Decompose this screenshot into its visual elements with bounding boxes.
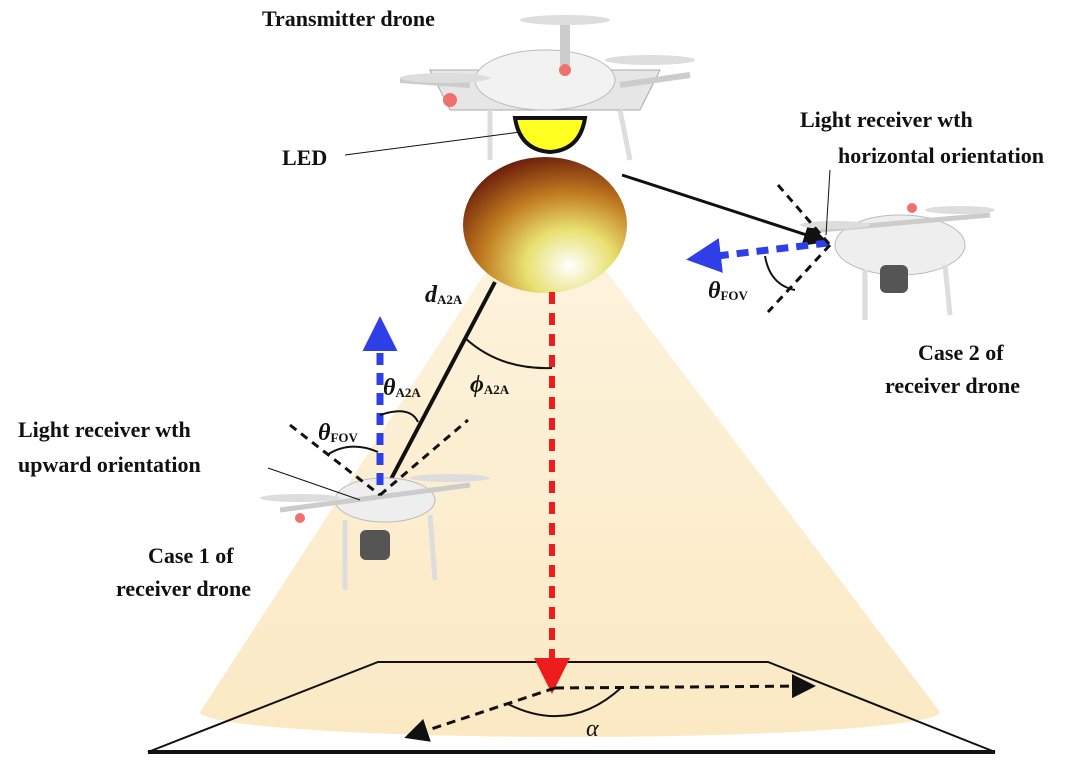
alpha-arc xyxy=(507,686,623,718)
label-receiver-horizontal-1: Light receiver wth xyxy=(800,107,973,132)
ground-arrow-right xyxy=(554,674,816,699)
label-case1-1: Case 1 of xyxy=(148,543,234,568)
symbol-d-a2a: dA2A xyxy=(425,282,463,308)
receiver-drone-case1 xyxy=(260,474,490,590)
light-beam-cone xyxy=(200,250,940,737)
receiver-drone-case2 xyxy=(800,203,995,320)
symbol-theta-a2a: θA2A xyxy=(383,375,421,401)
radiation-pattern xyxy=(463,157,627,293)
symbol-theta-fov-case1: θFOV xyxy=(318,420,358,446)
link-case1 xyxy=(378,281,497,501)
led xyxy=(512,116,588,155)
label-case2-2: receiver drone xyxy=(885,373,1021,398)
ground-arrow-left xyxy=(404,686,556,742)
label-led: LED xyxy=(282,145,328,170)
fov-line-case1-right xyxy=(379,418,469,497)
phi-arc xyxy=(464,337,553,370)
symbol-phi-a2a: ϕA2A xyxy=(470,372,510,398)
label-case2-1: Case 2 of xyxy=(918,340,1004,365)
transmitter-drone xyxy=(399,15,695,161)
fov-line-case2-top xyxy=(776,184,832,246)
link-case2 xyxy=(621,173,828,246)
label-case1-2: receiver drone xyxy=(116,576,252,601)
symbol-theta-fov-case2: θFOV xyxy=(708,278,748,304)
fov-line-case1-left xyxy=(289,423,381,497)
label-receiver-upward-1: Light receiver wth xyxy=(18,417,191,442)
fov-line-case2-bottom xyxy=(766,243,832,314)
label-receiver-upward-2: upward orientation xyxy=(18,452,201,477)
symbol-alpha: α xyxy=(586,716,599,742)
label-transmitter-drone: Transmitter drone xyxy=(262,6,435,31)
receiver-normal-case2 xyxy=(686,238,829,273)
label-receiver-horizontal-2: horizontal orientation xyxy=(838,143,1044,168)
